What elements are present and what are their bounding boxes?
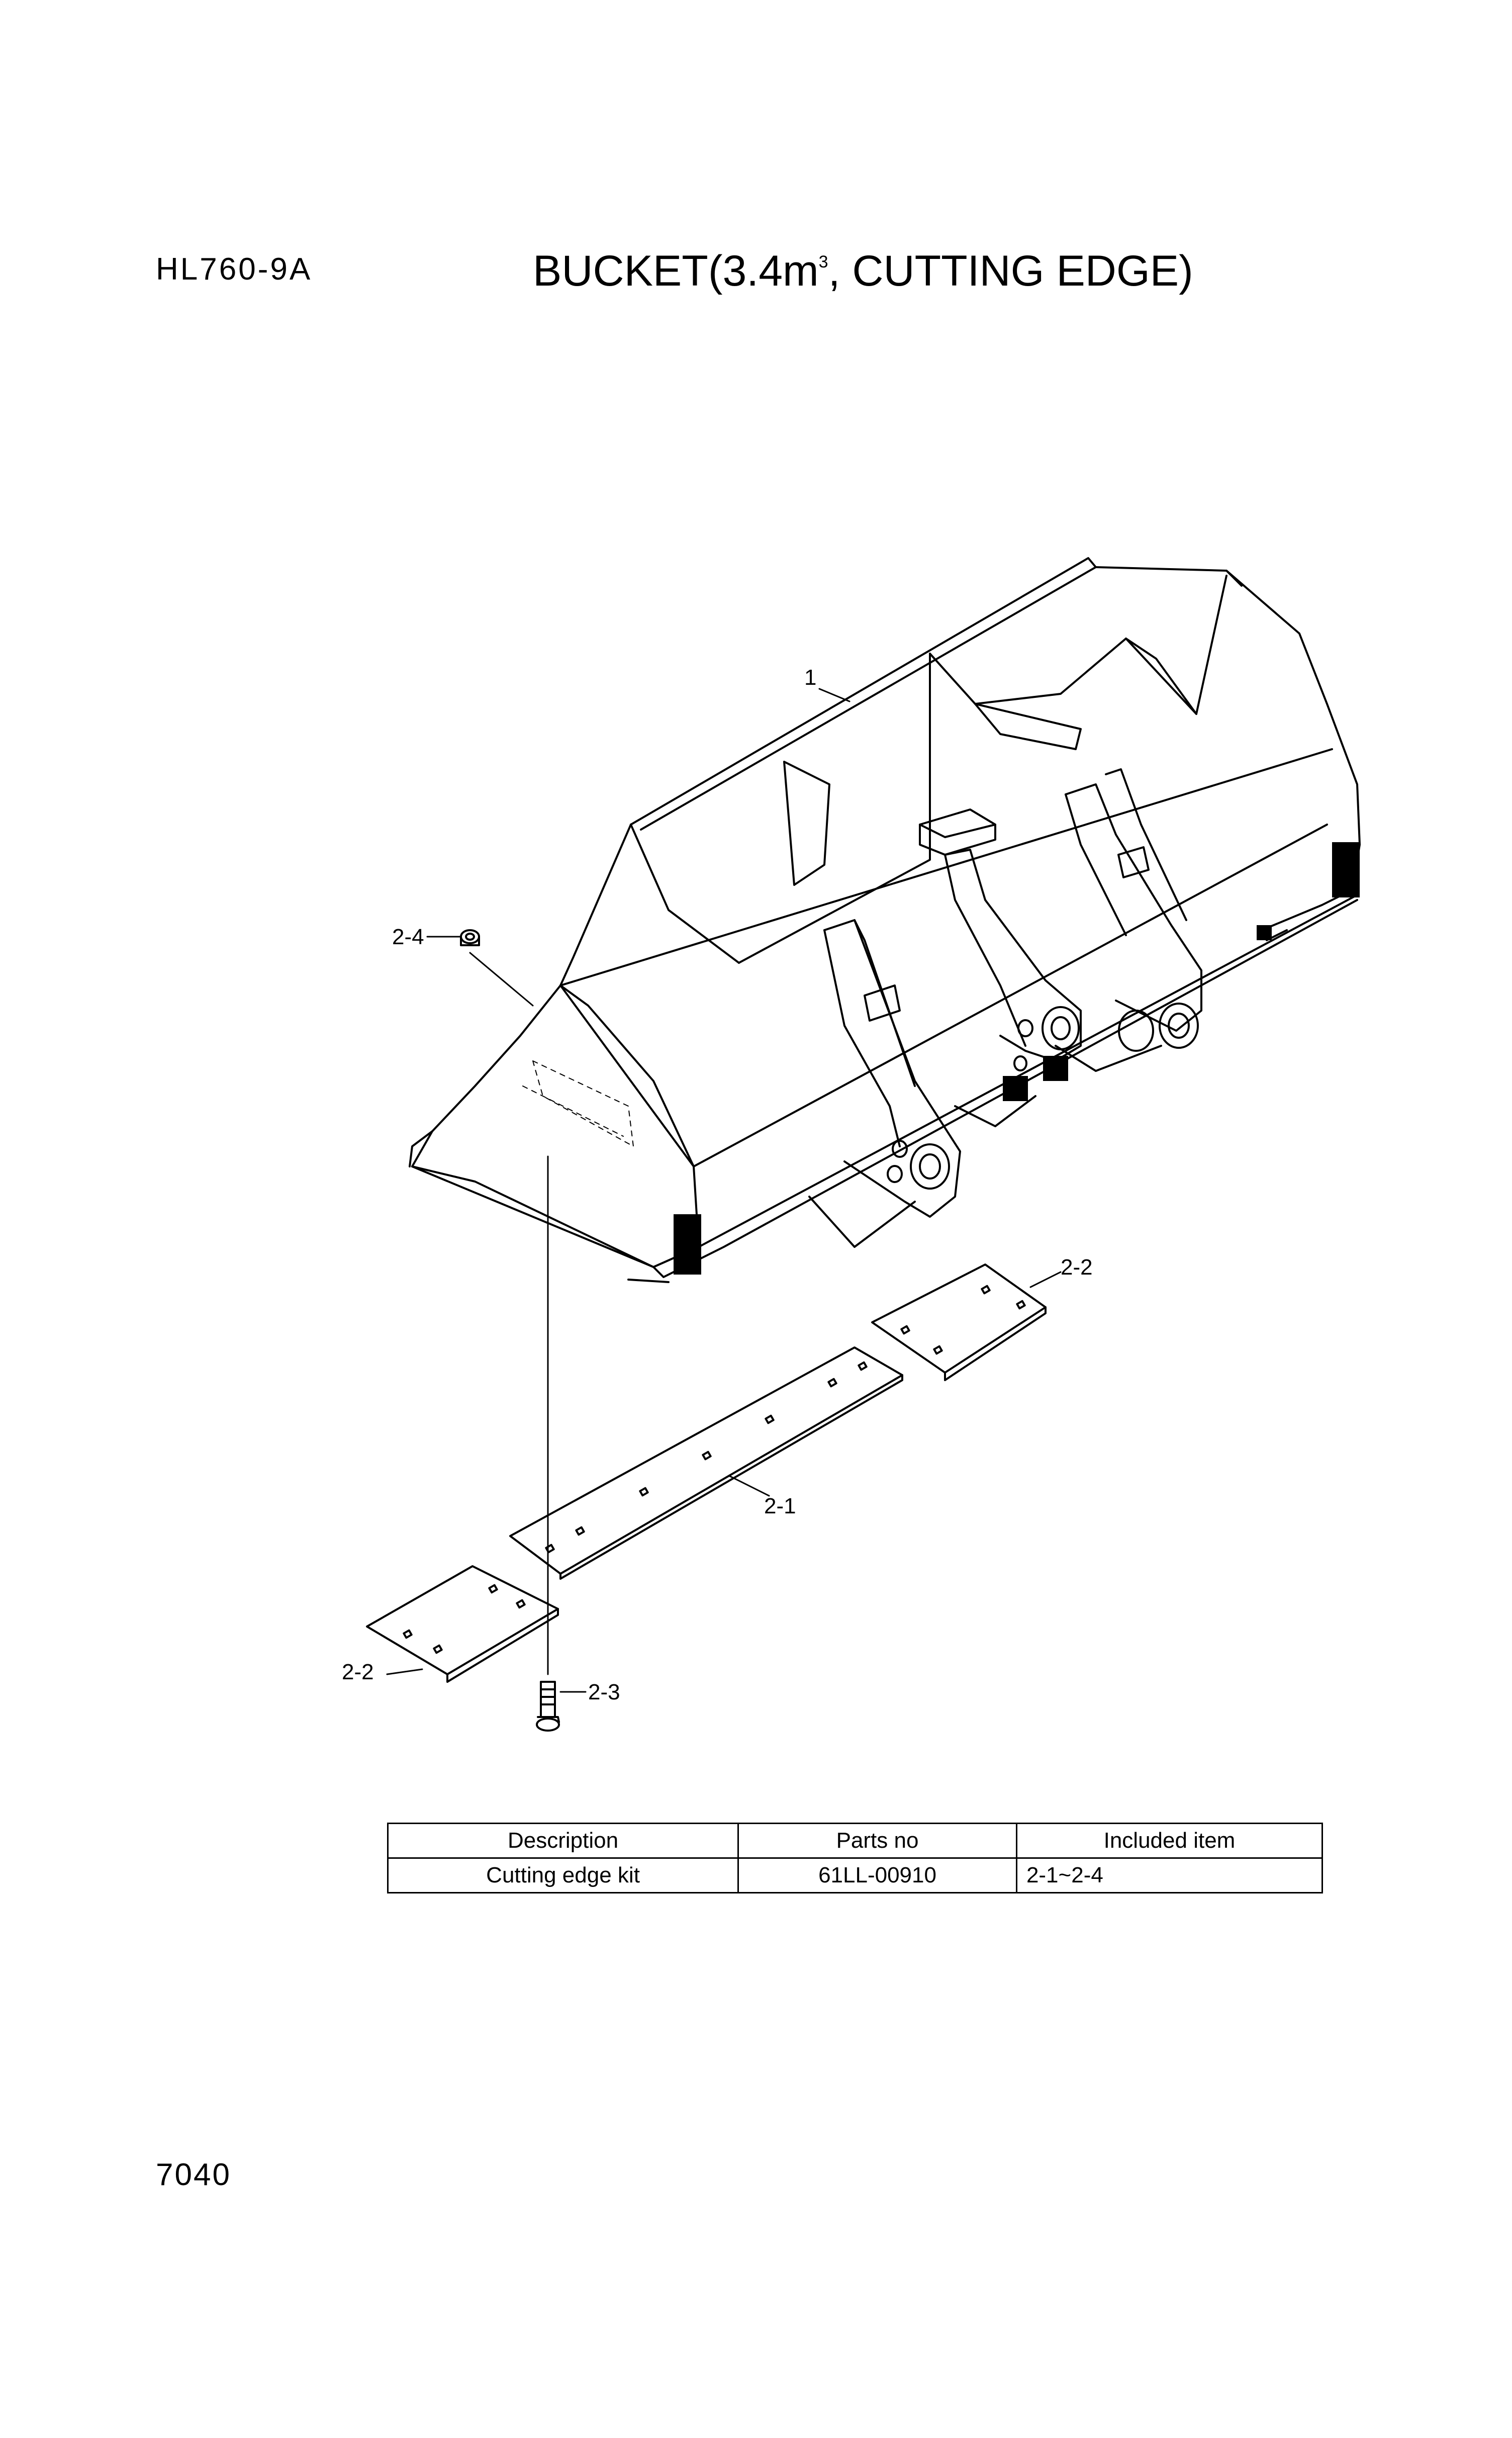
callout-2-1: 2-1 — [764, 1494, 796, 1518]
page-title: BUCKET(3.4m3, CUTTING EDGE) — [533, 246, 1193, 296]
table-cell-included-items: 2-1~2-4 — [1015, 1857, 1324, 1893]
leader-lines — [386, 688, 1062, 1693]
table-header: Included item — [1015, 1823, 1324, 1859]
title-superscript: 3 — [818, 252, 828, 272]
bucket-body — [409, 557, 1361, 1283]
page-number: 7040 — [156, 2157, 231, 2192]
callout-2-4: 2-4 — [392, 925, 424, 949]
callout-2-2-right: 2-2 — [1061, 1255, 1093, 1280]
callout-2-2-left: 2-2 — [342, 1660, 374, 1684]
cutting-edge-part — [509, 1346, 903, 1580]
wear-tag-marks — [674, 842, 1360, 1275]
end-bit-left-part — [366, 1565, 559, 1683]
parts-kit-table: Description Parts no Included item Cutti… — [387, 1823, 1324, 1893]
title-rest: , CUTTING EDGE) — [828, 247, 1193, 295]
callout-labels: 1 2-4 2-2 2-1 2-2 2-3 — [342, 665, 1093, 1704]
table-header: Parts no — [737, 1823, 1017, 1859]
callout-1: 1 — [804, 665, 816, 690]
title-main: BUCKET(3.4m — [533, 247, 819, 295]
model-number: HL760-9A — [156, 252, 313, 287]
table-header: Description — [387, 1823, 739, 1859]
callout-2-3: 2-3 — [588, 1680, 620, 1704]
table-header-row: Description Parts no Included item — [387, 1823, 1324, 1859]
nut-part — [460, 929, 480, 946]
end-bit-right-part — [871, 1263, 1047, 1381]
nut-leader-line — [469, 952, 534, 1007]
table-row: Cutting edge kit 61LL-00910 2-1~2-4 — [387, 1857, 1324, 1893]
table-cell-part-number: 61LL-00910 — [737, 1857, 1017, 1893]
table-cell-description: Cutting edge kit — [387, 1857, 739, 1893]
bolt-part — [536, 1681, 560, 1732]
